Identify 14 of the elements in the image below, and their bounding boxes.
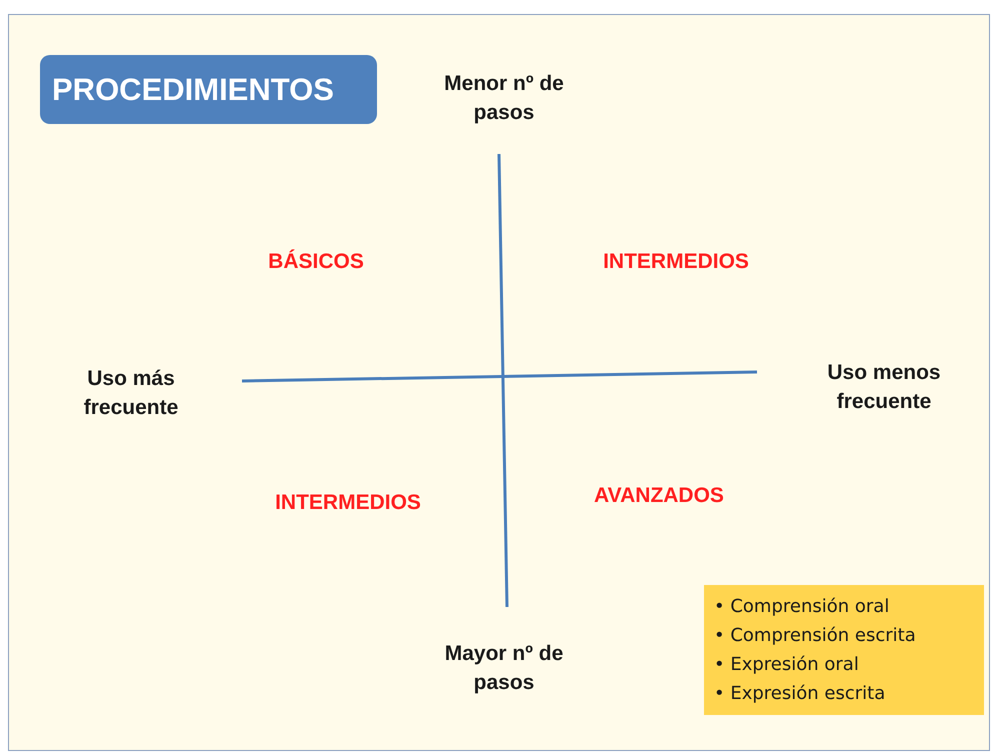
axis-label: Menor nº de pasos bbox=[443, 71, 565, 126]
bullet-item: • Comprensión oral bbox=[714, 595, 890, 619]
bullet-item: • Expresión oral bbox=[714, 653, 860, 677]
skills-box bbox=[704, 585, 984, 715]
quadrant-label: INTERMEDIOS bbox=[603, 250, 749, 274]
title-banner: PROCEDIMIENTOS bbox=[40, 55, 377, 124]
axis-label: Mayor nº de pasos bbox=[444, 641, 564, 696]
quadrant-label: AVANZADOS bbox=[594, 484, 724, 508]
quadrant-label: INTERMEDIOS bbox=[275, 491, 421, 515]
axis-label: Uso menos frecuente bbox=[826, 360, 942, 415]
quadrant-label: BÁSICOS bbox=[268, 250, 364, 274]
bullet-item: • Expresión escrita bbox=[714, 682, 886, 706]
bullet-item: • Comprensión escrita bbox=[714, 624, 917, 648]
axis-label: Uso más frecuente bbox=[82, 366, 180, 421]
